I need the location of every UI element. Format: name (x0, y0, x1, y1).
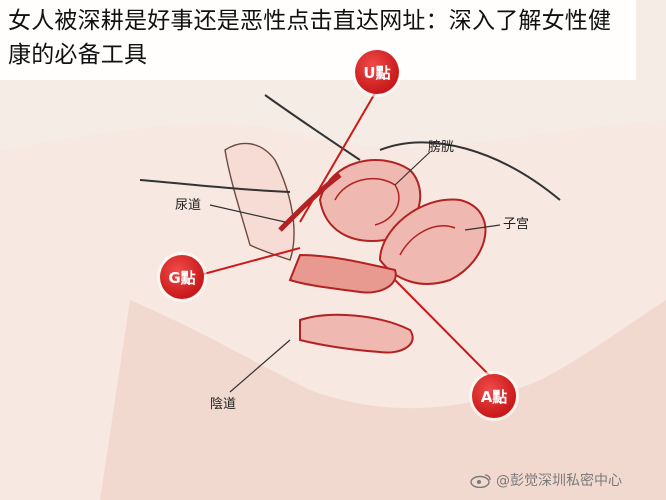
label-bladder: 膀胱 (428, 140, 455, 155)
urethra-tube (278, 173, 342, 232)
urethra-leader (209, 204, 286, 223)
label-urethra: 尿道 (175, 198, 202, 213)
uterus-leader (464, 224, 501, 231)
page-headline: 女人被深耕是好事还是恶性点击直达网址：深入了解女性健康的必备工具 (0, 0, 636, 80)
u-point-line (299, 87, 379, 223)
bladder-inner (334, 177, 400, 226)
vagina-canal (288, 253, 397, 294)
g-point-badge: G點 (160, 255, 204, 299)
belly-curve (139, 179, 291, 193)
bladder-shape (318, 159, 422, 242)
inner-thigh (100, 300, 666, 500)
weibo-icon (470, 474, 491, 488)
watermark: @彭觉深圳私密中心 (470, 470, 622, 490)
u-point-badge: U點 (355, 50, 399, 94)
hand-shape (224, 142, 295, 261)
rectum-shape (299, 313, 414, 354)
g-point-line (199, 247, 301, 276)
watermark-text: @彭觉深圳私密中心 (496, 473, 622, 489)
back-curve (379, 141, 561, 201)
abdomen-line (264, 94, 361, 161)
label-uterus: 子宫 (503, 217, 530, 232)
vagina-leader (229, 339, 291, 393)
bladder-leader (394, 151, 431, 186)
label-vagina: 陰道 (210, 397, 237, 412)
a-point-line (394, 279, 493, 379)
uterus-inner (399, 225, 456, 256)
uterus-shape (378, 198, 487, 285)
a-point-badge: A點 (472, 374, 516, 418)
